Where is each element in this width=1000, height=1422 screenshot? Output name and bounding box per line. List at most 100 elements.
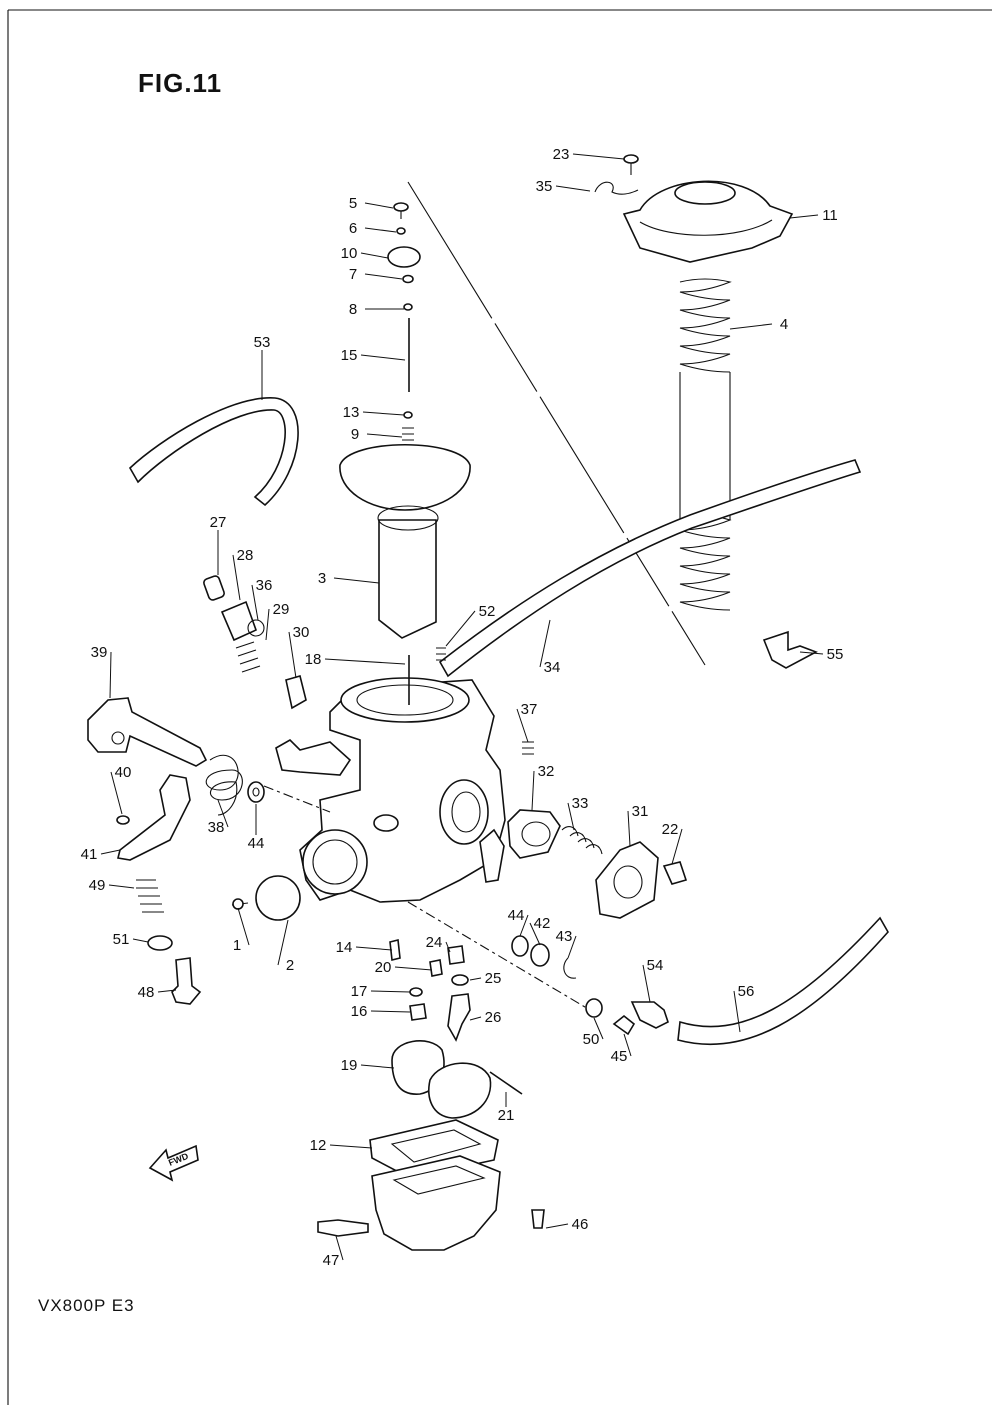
plunger-spring [436, 647, 446, 661]
callout-41: 41 [81, 846, 98, 863]
fuel-fitting [630, 1001, 669, 1029]
leader-line-29 [265, 608, 270, 641]
callout-39: 39 [91, 644, 108, 661]
callout-20: 20 [375, 959, 392, 976]
throttle-return-spring [205, 754, 243, 816]
leader-line-1 [237, 907, 250, 946]
drain-screw [317, 1219, 369, 1237]
callout-1: 1 [233, 937, 241, 954]
callout-40: 40 [115, 764, 132, 781]
leader-line-31 [627, 810, 631, 847]
vent-hose [438, 459, 862, 678]
diaphragm-spring [679, 278, 732, 611]
callout-55: 55 [827, 646, 844, 663]
callout-numbers: 1234567891011121314151617181920212223242… [81, 146, 844, 1269]
leader-line-42 [529, 922, 541, 946]
callout-27: 27 [210, 514, 227, 531]
callout-49: 49 [89, 877, 106, 894]
leader-line-39 [109, 651, 112, 699]
leader-line-7 [364, 273, 403, 280]
callout-33: 33 [572, 795, 589, 812]
callout-44: 44 [248, 835, 265, 852]
assembly-guide-line [407, 181, 706, 666]
leader-line-2 [277, 919, 289, 966]
leader-line-6 [364, 227, 397, 233]
hose-bracket [762, 630, 818, 669]
bowl-screw [531, 1209, 545, 1229]
callout-14: 14 [336, 939, 353, 956]
leader-line-9 [366, 433, 403, 438]
callout-36: 36 [256, 577, 273, 594]
leader-line-24 [445, 941, 451, 953]
pump-cover-screw [662, 861, 688, 885]
needle-parts-stack [387, 202, 421, 447]
callout-51: 51 [113, 931, 130, 948]
float-bowl-assembly [369, 1119, 501, 1251]
leader-line-30 [288, 631, 297, 679]
throttle-link-arm [87, 697, 208, 767]
accelerator-cover [255, 875, 301, 921]
callout-26: 26 [485, 1009, 502, 1026]
callout-16: 16 [351, 1003, 368, 1020]
washer-lower [511, 935, 529, 957]
leader-lines [100, 153, 824, 1261]
fuel-hose [677, 916, 889, 1046]
callout-32: 32 [538, 763, 555, 780]
callout-2: 2 [286, 957, 294, 974]
leader-line-12 [329, 1144, 373, 1149]
fitting-screw [612, 1014, 636, 1036]
callout-8: 8 [349, 301, 357, 318]
leader-line-3 [333, 577, 380, 584]
callout-3: 3 [318, 570, 326, 587]
leader-line-35 [555, 185, 591, 192]
callout-30: 30 [293, 624, 310, 641]
callout-31: 31 [632, 803, 649, 820]
leader-line-41 [100, 849, 121, 855]
leader-line-34 [539, 619, 551, 668]
callout-21: 21 [498, 1107, 515, 1124]
assembly-line-lower [407, 901, 591, 1011]
leader-line-49 [108, 884, 135, 889]
air-jet [522, 741, 534, 755]
callout-18: 18 [305, 651, 322, 668]
leader-line-26 [469, 1016, 482, 1021]
callout-37: 37 [521, 701, 538, 718]
callout-44b: 44 [508, 907, 525, 924]
leader-line-17 [370, 990, 411, 993]
idle-adjust-screw [171, 957, 202, 1005]
callout-11: 11 [822, 207, 838, 224]
callout-15: 15 [341, 347, 358, 364]
leader-line-46 [545, 1223, 569, 1229]
leader-line-44b [519, 914, 529, 937]
leader-line-19 [360, 1064, 395, 1069]
cover-screw-small [232, 898, 244, 910]
leader-line-47 [335, 1235, 344, 1261]
callout-23: 23 [553, 146, 570, 163]
leader-line-54 [642, 964, 651, 1003]
callout-29: 29 [273, 601, 290, 618]
leader-line-20 [394, 966, 433, 971]
callout-53: 53 [254, 334, 271, 351]
diaphragm-piston [339, 444, 471, 639]
leader-line-56 [733, 990, 741, 1033]
diaphragm-spring-small [561, 826, 603, 855]
callout-19: 19 [341, 1057, 358, 1074]
callout-34: 34 [544, 659, 561, 676]
forward-direction-arrow: FWD [148, 1144, 199, 1182]
leader-line-25 [469, 977, 482, 981]
leader-line-40 [110, 771, 123, 815]
retaining-clip [594, 181, 639, 195]
callout-5: 5 [349, 195, 357, 212]
callout-10: 10 [341, 245, 358, 262]
callout-12: 12 [310, 1137, 327, 1154]
link-screw [116, 815, 130, 825]
leader-line-15 [360, 354, 406, 361]
diaphragm-cover [507, 809, 561, 859]
callout-4: 4 [780, 316, 788, 333]
model-code: VX800P E3 [38, 1296, 135, 1315]
callout-7: 7 [349, 266, 357, 283]
callout-9: 9 [351, 426, 359, 443]
leader-line-48 [157, 989, 177, 993]
callout-42: 42 [534, 915, 551, 932]
callout-43: 43 [556, 928, 573, 945]
